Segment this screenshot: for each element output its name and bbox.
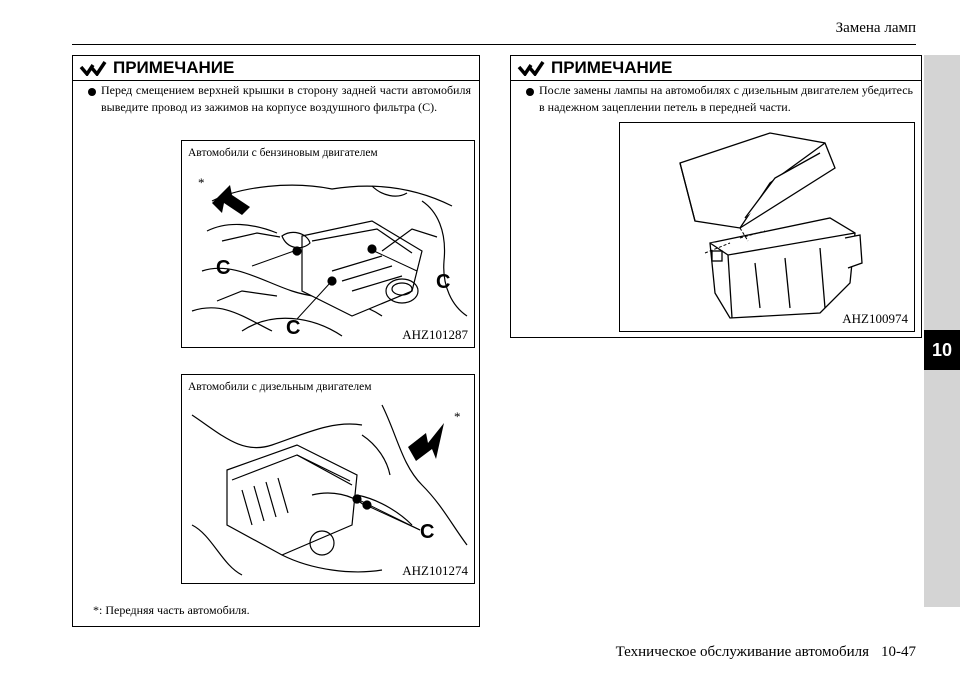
figure-code: AHZ101274 (402, 563, 468, 578)
note-box-right: ПРИМЕЧАНИЕ После замены лампы на автомоб… (510, 55, 922, 338)
bullet-dot (88, 88, 96, 96)
note-heading-left: ПРИМЕЧАНИЕ (73, 56, 479, 81)
engine-illustration (191, 184, 468, 337)
figure-petrol: Автомобили с бензиновым двигателем (181, 140, 475, 348)
mark-c: C (436, 271, 451, 293)
page-footer: Техническое обслуживание автомобиля 10-47 (616, 644, 916, 661)
chapter-badge: 10 (924, 330, 960, 370)
mark-c: C (420, 521, 435, 543)
footer-section: Техническое обслуживание автомобиля (615, 644, 869, 660)
header-rule (72, 44, 916, 45)
figure-airbox: AHZ100974 (619, 122, 915, 332)
mark-c: C (216, 257, 231, 279)
figure-caption: Автомобили с бензиновым двигателем (188, 147, 378, 159)
note-box-left: ПРИМЕЧАНИЕ Перед смещением верхней крышк… (72, 55, 480, 627)
asterisk-label: * (454, 409, 461, 424)
bullet-dot (526, 88, 534, 96)
air-filter-illustration (679, 132, 863, 319)
note-bullet-text: После замены лампы на автомобилях с дизе… (539, 83, 913, 114)
footnote: *: Передняя часть автомобиля. (93, 603, 250, 617)
page-header-title: Замена ламп (835, 20, 916, 36)
note-check-icon (79, 61, 107, 76)
note-check-icon (517, 61, 545, 76)
figure-caption: Автомобили с дизельным двигателем (188, 381, 372, 393)
figure-code: AHZ100974 (842, 311, 908, 326)
note-heading-right: ПРИМЕЧАНИЕ (511, 56, 921, 81)
note-heading-text: ПРИМЕЧАНИЕ (551, 58, 673, 77)
mark-c: C (286, 317, 301, 339)
figure-code: AHZ101287 (402, 327, 468, 342)
page-number: 10-47 (881, 644, 916, 660)
figure-diesel: Автомобили с дизельным двигателем (181, 374, 475, 584)
asterisk-label: * (198, 175, 205, 190)
note-bullet-text: Перед смещением верхней крышки в сторону… (101, 83, 471, 114)
engine-illustration (191, 404, 468, 576)
note-heading-text: ПРИМЕЧАНИЕ (113, 58, 235, 77)
